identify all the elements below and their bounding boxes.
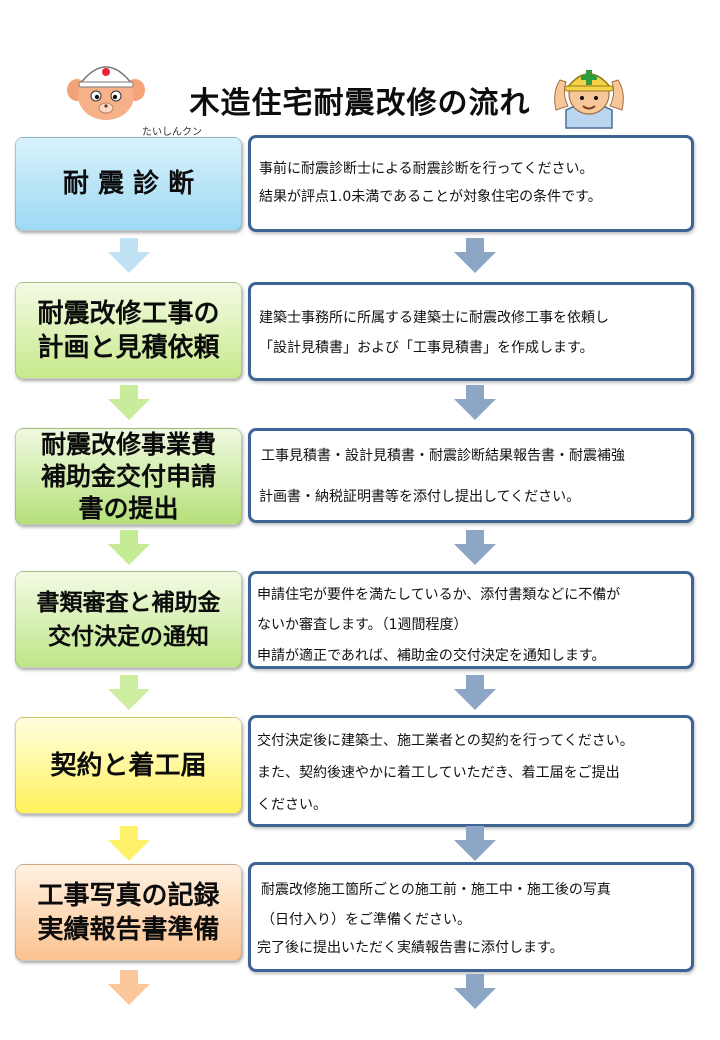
step-description-4: 申請住宅が要件を満たしているか、添付書類などに不備が ないか審査します。（1週間…	[248, 571, 694, 669]
flow-arrow-3-left-icon	[108, 530, 150, 565]
step-4-line-3: 申請が適正であれば、補助金の交付決定を通知します。	[257, 648, 606, 664]
flow-arrow-5-right-icon	[454, 826, 496, 861]
step-5-line-2: また、契約後速やかに着工していただき、着工届をご提出	[257, 765, 620, 781]
flow-arrow-4-left-icon	[108, 675, 150, 710]
step-1-line-2: 結果が評点1.0未満であることが対象住宅の条件です。	[259, 189, 602, 205]
step-label-4: 書類審査と補助金 交付決定の通知	[15, 571, 242, 668]
header: 木造住宅耐震改修の流れ たいしんクン	[0, 0, 720, 138]
step-description-2: 建築士事務所に所属する建築士に耐震改修工事を依頼し 「設計見積書」および「工事見…	[248, 282, 694, 381]
step-label-6: 工事写真の記録 実績報告書準備	[15, 864, 242, 961]
step-6-line-2: （日付入り）をご準備ください。	[261, 912, 471, 928]
step-description-1: 事前に耐震診断士による耐震診断を行ってください。 結果が評点1.0未満であること…	[248, 135, 694, 232]
flow-arrow-3-right-icon	[454, 530, 496, 565]
flow-arrow-6-right-icon	[454, 974, 496, 1009]
flow-arrow-2-left-icon	[108, 385, 150, 420]
step-5-line-3: ください。	[257, 797, 327, 813]
step-description-3: 工事見積書・設計見積書・耐震診断結果報告書・耐震補強 計画書・納税証明書等を添付…	[248, 428, 694, 523]
step-1-line-1: 事前に耐震診断士による耐震診断を行ってください。	[259, 161, 594, 177]
step-label-5: 契約と着工届	[15, 717, 242, 814]
step-5-line-1: 交付決定後に建築士、施工業者との契約を行ってください。	[257, 733, 634, 749]
flow-arrow-5-left-icon	[108, 826, 150, 861]
step-description-5: 交付決定後に建築士、施工業者との契約を行ってください。 また、契約後速やかに着工…	[248, 715, 694, 827]
flow-arrow-1-left-icon	[108, 238, 150, 273]
mascot-left-icon	[67, 66, 145, 120]
flow-arrow-2-right-icon	[454, 385, 496, 420]
flow-arrow-6-left-icon	[108, 970, 150, 1005]
step-4-line-2: ないか審査します。（1週間程度）	[257, 617, 468, 633]
page-title: 木造住宅耐震改修の流れ	[189, 86, 531, 121]
mascot-caption: たいしんクン	[142, 127, 202, 138]
step-description-6: 耐震改修施工箇所ごとの施工前・施工中・施工後の写真 （日付入り）をご準備ください…	[248, 862, 694, 972]
step-6-line-1: 耐震改修施工箇所ごとの施工前・施工中・施工後の写真	[261, 882, 611, 898]
step-label-3: 耐震改修事業費 補助金交付申請 書の提出	[15, 428, 242, 525]
flow-arrow-1-right-icon	[454, 238, 496, 273]
step-6-line-3: 完了後に提出いただく実績報告書に添付します。	[257, 940, 564, 956]
flow-arrow-4-right-icon	[454, 675, 496, 710]
step-3-line-2: 計画書・納税証明書等を添付し提出してください。	[259, 489, 581, 505]
step-4-line-1: 申請住宅が要件を満たしているか、添付書類などに不備が	[257, 587, 621, 603]
step-label-2: 耐震改修工事の 計画と見積依頼	[15, 282, 242, 379]
step-2-line-2: 「設計見積書」および「工事見積書」を作成します。	[259, 340, 594, 356]
step-label-1: 耐 震 診 断	[15, 137, 242, 231]
step-3-line-1: 工事見積書・設計見積書・耐震診断結果報告書・耐震補強	[261, 448, 625, 464]
step-2-line-1: 建築士事務所に所属する建築士に耐震改修工事を依頼し	[259, 310, 609, 326]
worker-mascot-icon	[554, 70, 624, 129]
